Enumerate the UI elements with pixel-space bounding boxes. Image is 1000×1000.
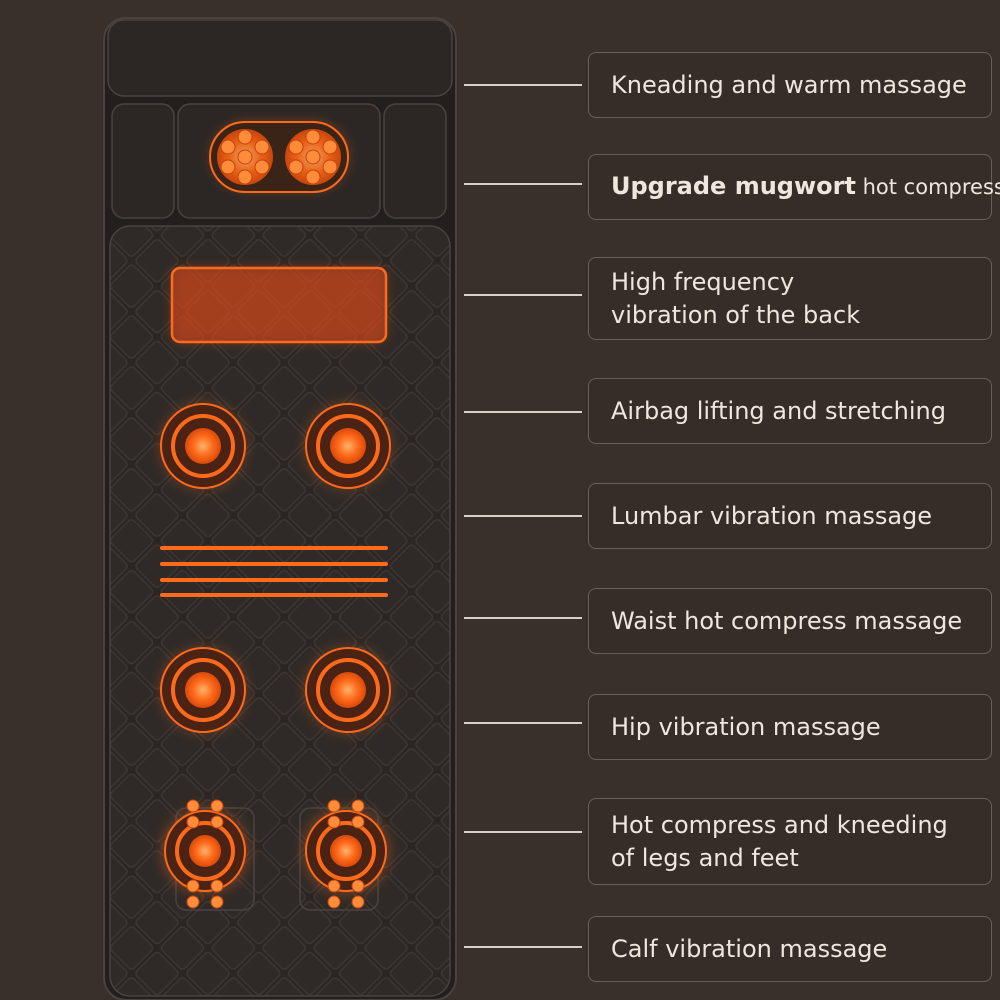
leader-line-airbag [464, 411, 582, 413]
leader-line-mugwort [464, 183, 582, 185]
leader-line-lumbar [464, 515, 582, 517]
feature-text: Upgrade mugwort hot compress [611, 170, 1000, 204]
feature-label-mugwort: Upgrade mugwort hot compress [588, 154, 1000, 220]
feature-text-line-2: vibration of the back [611, 300, 861, 329]
feature-text-line-1: Hot compress and kneeding [611, 810, 948, 839]
feature-label-legs: Hot compress and kneeding of legs and fe… [588, 798, 992, 885]
leg-foot-kneading-nodes [161, 799, 390, 911]
neck-side-left [111, 103, 175, 219]
back-vibration-pad [170, 266, 388, 344]
feature-label-hip: Hip vibration massage [588, 694, 992, 760]
feature-text-strong: Upgrade mugwort [611, 172, 856, 200]
feature-text: Airbag lifting and stretching [611, 396, 947, 425]
leader-line-legs [464, 831, 582, 833]
feature-text-rest: hot compress [855, 175, 1000, 199]
headrest-pillow [107, 19, 453, 97]
feature-text: Hip vibration massage [611, 712, 881, 741]
waist-heating-lines [160, 546, 388, 597]
feature-label-waist: Waist hot compress massage [588, 588, 992, 654]
neck-side-right [383, 103, 447, 219]
feature-label-back-vibration: High frequency vibration of the back [588, 257, 992, 340]
leader-line-back-vibration [464, 294, 582, 296]
leader-line-hip [464, 722, 582, 724]
feature-text: Lumbar vibration massage [611, 501, 933, 530]
feature-text: Kneading and warm massage [611, 70, 967, 99]
airbag-rings [159, 402, 392, 490]
neck-kneading-heads [209, 121, 349, 193]
feature-text-line-2: of legs and feet [611, 843, 799, 872]
leader-line-calf [464, 946, 582, 948]
feature-label-lumbar: Lumbar vibration massage [588, 483, 992, 549]
feature-text: Waist hot compress massage [611, 606, 963, 635]
feature-label-kneading: Kneading and warm massage [588, 52, 992, 118]
leader-line-waist [464, 617, 582, 619]
hip-vibration-rings [159, 646, 392, 734]
feature-text-line-1: High frequency [611, 267, 795, 296]
feature-label-airbag: Airbag lifting and stretching [588, 378, 992, 444]
feature-text: Calf vibration massage [611, 934, 888, 963]
feature-label-calf: Calf vibration massage [588, 916, 992, 982]
leader-line-kneading [464, 84, 582, 86]
